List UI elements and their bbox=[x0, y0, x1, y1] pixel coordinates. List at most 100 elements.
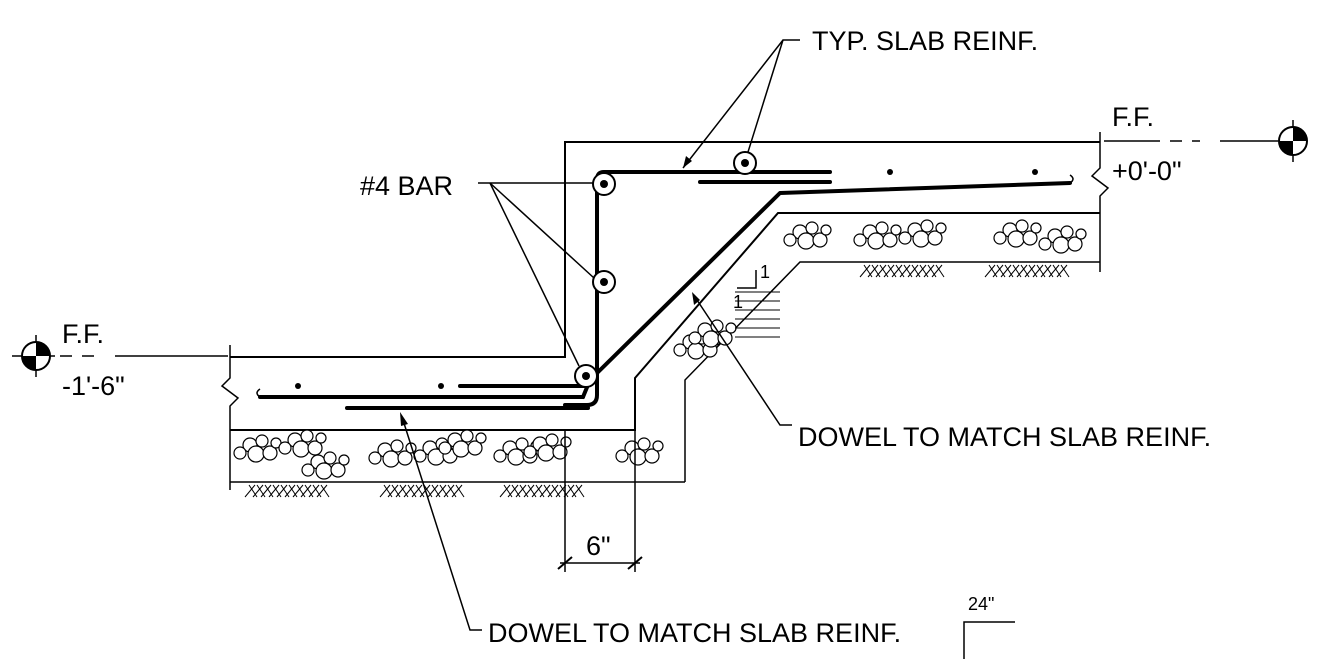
gravel-stone bbox=[515, 437, 529, 451]
gravel-stone bbox=[247, 445, 265, 463]
circled-bar bbox=[733, 151, 757, 175]
rebar-dot bbox=[887, 169, 893, 175]
typ-slab-reinf-label: TYP. SLAB REINF. bbox=[812, 26, 1038, 56]
gravel-stone bbox=[307, 440, 323, 456]
gravel-stone bbox=[797, 232, 815, 250]
gravel-stone bbox=[330, 462, 346, 478]
gravel-stone bbox=[262, 445, 278, 461]
gravel-stone bbox=[292, 440, 310, 458]
slab-top-outline bbox=[230, 141, 1100, 358]
gravel-stone bbox=[853, 233, 867, 247]
circled-bars bbox=[574, 151, 757, 388]
left-break-line bbox=[220, 345, 240, 490]
gravel-stone bbox=[805, 221, 819, 235]
gravel-stone bbox=[301, 463, 315, 477]
aggregate-fill bbox=[233, 219, 1087, 480]
concrete-outline bbox=[220, 132, 1110, 490]
gravel-stone bbox=[637, 437, 651, 451]
gravel-stone bbox=[1015, 219, 1029, 233]
earth-hatch-patch bbox=[499, 484, 585, 498]
gravel-stone bbox=[368, 451, 382, 465]
gravel-stone bbox=[875, 221, 889, 235]
gravel-stone bbox=[537, 444, 555, 462]
gravel-stone bbox=[1022, 230, 1038, 246]
rebar-dot bbox=[1032, 169, 1038, 175]
lower-dowel-leader bbox=[401, 416, 482, 631]
elevation-marker-left: F.F. -1'-6" bbox=[12, 319, 228, 401]
dim-24-label: 24" bbox=[968, 594, 994, 614]
bar4-label: #4 BAR bbox=[360, 171, 453, 201]
rebar-dot bbox=[295, 383, 301, 389]
gravel-stone bbox=[820, 224, 832, 236]
dimension-6: 6" bbox=[557, 430, 643, 572]
gravel-stone bbox=[560, 436, 572, 448]
ff-left-label: F.F. bbox=[62, 319, 104, 349]
gravel-stone bbox=[523, 445, 537, 459]
elevation-left-value: -1'-6" bbox=[62, 371, 125, 401]
gravel-stone bbox=[629, 448, 647, 466]
reinforcing-bars bbox=[256, 170, 1074, 410]
gravel-stone bbox=[912, 230, 930, 248]
dowel-lower-label: DOWEL TO MATCH SLAB REINF. bbox=[488, 618, 901, 648]
gravel-stone bbox=[644, 448, 660, 464]
gravel-stone bbox=[890, 224, 902, 236]
dimension-24: 24" bbox=[963, 594, 1015, 659]
gravel-stone bbox=[927, 230, 943, 246]
gravel-stone bbox=[1060, 225, 1074, 239]
gravel-stone bbox=[812, 232, 828, 248]
earth-hatch-patch bbox=[244, 484, 330, 498]
gravel-stone bbox=[920, 219, 934, 233]
gravel-stone bbox=[397, 450, 413, 466]
gravel-stone bbox=[688, 331, 702, 345]
gravel-stone bbox=[615, 449, 629, 463]
gravel-stone bbox=[338, 454, 350, 466]
diagonal-dowel bbox=[581, 181, 1072, 399]
gravel-stone bbox=[460, 429, 474, 443]
elevation-marker-right: F.F. +0'-0" bbox=[1104, 102, 1308, 186]
circled-bar bbox=[574, 364, 598, 388]
gravel-stone bbox=[1067, 236, 1083, 252]
gravel-stone bbox=[687, 342, 705, 360]
circled-bar bbox=[592, 270, 616, 294]
gravel-stone bbox=[725, 322, 737, 334]
gravel-stone bbox=[717, 330, 733, 346]
elevation-right-value: +0'-0" bbox=[1112, 156, 1182, 186]
gravel-stone bbox=[1038, 237, 1052, 251]
leaders bbox=[400, 39, 800, 631]
dim-6-label: 6" bbox=[586, 531, 611, 561]
rebar-dot bbox=[438, 383, 444, 389]
gravel-stone bbox=[475, 432, 487, 444]
right-break-line bbox=[1090, 132, 1110, 272]
ff-right-label: F.F. bbox=[1112, 102, 1154, 132]
gravel-stone bbox=[1007, 230, 1025, 248]
gravel-stone bbox=[673, 343, 687, 357]
gravel-stone bbox=[702, 330, 720, 348]
gravel-stone bbox=[315, 462, 333, 480]
earth-hatch-patch bbox=[859, 264, 945, 278]
gravel-stone bbox=[438, 441, 452, 455]
slope-rise-label: 1 bbox=[760, 262, 770, 282]
slope-run-label: 1 bbox=[733, 292, 743, 312]
gravel-stone bbox=[1030, 222, 1042, 234]
gravel-stone bbox=[382, 450, 400, 468]
gravel-stone bbox=[467, 440, 483, 456]
gravel-stone bbox=[493, 449, 507, 463]
gravel-stone bbox=[1075, 228, 1087, 240]
earth-hatch-patch bbox=[379, 484, 465, 498]
typ-slab-reinf-leader bbox=[682, 39, 800, 169]
gravel-stone bbox=[390, 439, 404, 453]
rebar-dots bbox=[295, 169, 1038, 389]
circled-bar bbox=[592, 172, 616, 196]
gravel-stone bbox=[300, 429, 314, 443]
earth-hatch bbox=[244, 264, 1070, 498]
gravel-stone bbox=[993, 231, 1007, 245]
gravel-stone bbox=[898, 231, 912, 245]
earth-hatch-patch bbox=[984, 264, 1070, 278]
gravel-stone bbox=[552, 444, 568, 460]
gravel-stone bbox=[233, 446, 247, 460]
gravel-stone bbox=[783, 233, 797, 247]
gravel-stone bbox=[507, 448, 525, 466]
gravel-stone bbox=[882, 232, 898, 248]
gravel-stone bbox=[452, 440, 470, 458]
